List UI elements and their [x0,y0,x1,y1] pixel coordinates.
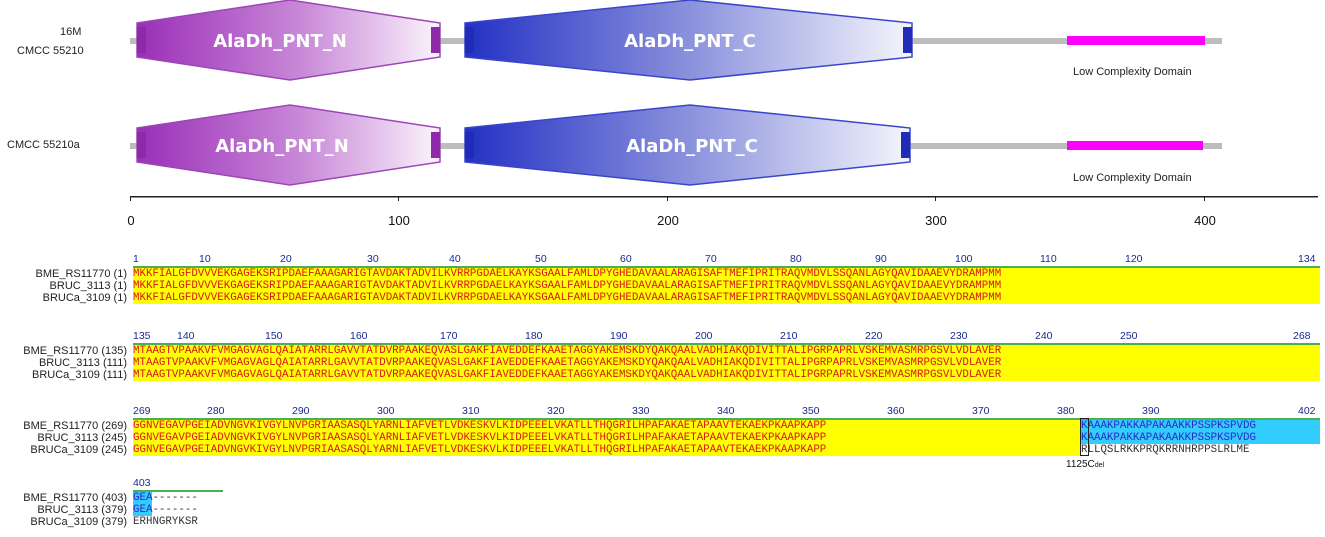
position-ruler: 1 10 20 30 40 50 60 70 80 90 100 110 120… [133,253,1316,265]
sequence-block: MKKFIALGFDVVVEKGAGEKSRIPDAEFAAAGARIGTAVD… [133,268,1320,304]
sequence-name: BRUC_3113 (379) [37,504,127,516]
sequence-row: RLLQSLRKKPRQKRRNHRPPSLRLME [1081,444,1250,456]
scale-tick-label: 200 [657,213,679,228]
position-ruler: 403 [133,477,151,489]
consensus-bar [133,266,1320,268]
mutation-box [1080,418,1089,456]
domain-n-label: AlaDh_PNT_N [215,136,349,157]
domain-diagram: AlaDh_PNT_N AlaDh_PNT_C AlaDh_PNT_N AlaD… [127,0,1318,228]
scale-tick-label: 400 [1194,213,1216,228]
sequence-row: MKKFIALGFDVVVEKGAGEKSRIPDAEFAAAGARIGTAVD… [133,280,1002,292]
sequence-name: BRUCa_3109 (1) [42,292,127,304]
scale-axis: 0 100 200 300 400 [127,196,1318,228]
sequence-name: BRUC_3113 (1) [49,280,127,292]
protein-row-1: AlaDh_PNT_N AlaDh_PNT_C [130,0,1222,81]
scale-tick-label: 300 [925,213,947,228]
sequence-row: MTAAGTVPAAKVFVMGAGVAGLQAIATARRLGAVVTATDV… [133,345,1002,357]
mutation-label: 1125Cdel [1066,459,1105,470]
sequence-row: MTAAGTVPAAKVFVMGAGVAGLQAIATARRLGAVVTATDV… [133,369,1002,381]
sequence-name: BME_RS11770 (1) [35,268,127,280]
sequence-block: MTAAGTVPAAKVFVMGAGVAGLQAIATARRLGAVVTATDV… [133,345,1320,381]
domain-n-label: AlaDh_PNT_N [213,31,347,52]
low-complexity-label: Low Complexity Domain [1073,172,1192,184]
sequence-block: GGNVEGAVPGEIADVNGVKIVGYLNVPGRIAASASQLYAR… [133,420,1081,456]
sequence-name: BME_RS11770 (269) [23,420,127,432]
position-ruler: 269 280 290 300 310 320 330 340 350 360 … [133,405,1316,417]
sequence-row: GEA [133,504,153,516]
sequence-name: BRUC_3113 (245) [37,432,127,444]
sequence-row: GGNVEGAVPGEIADVNGVKIVGYLNVPGRIAASASQLYAR… [133,444,827,456]
sequence-name: BME_RS11770 (135) [23,345,127,357]
scale-tick-label: 0 [127,213,134,228]
sequence-name: BME_RS11770 (403) [23,492,127,504]
sequence-row: MTAAGTVPAAKVFVMGAGVAGLQAIATARRLGAVVTATDV… [133,357,1002,369]
domain-c-label: AlaDh_PNT_C [624,31,756,52]
consensus-bar [133,490,223,492]
domain-c-label: AlaDh_PNT_C [626,136,758,157]
domain-n-shape [136,104,441,186]
sequence-row: GEA [133,492,153,504]
sequence-row: MKKFIALGFDVVVEKGAGEKSRIPDAEFAAAGARIGTAVD… [133,268,1002,280]
row1-label-line1: 16M [60,26,82,38]
low-complexity-label: Low Complexity Domain [1073,66,1192,78]
low-complexity-bar [1067,36,1205,45]
sequence-tail-block: KAAAKPAKKAPAKAAKKPSSPKSPVDG KAAAKPAKKAPA… [1081,420,1320,456]
domain-c-shape [464,0,913,81]
row1-label-line2: CMCC 55210 [17,45,84,57]
sequence-name: BRUC_3113 (111) [38,357,127,369]
scale-tick-label: 100 [388,213,410,228]
low-complexity-bar [1067,141,1203,150]
sequence-row: MKKFIALGFDVVVEKGAGEKSRIPDAEFAAAGARIGTAVD… [133,292,1002,304]
row2-label: CMCC 55210a [7,139,80,151]
sequence-name: BRUCa_3109 (245) [30,444,127,456]
sequence-row: KAAAKPAKKAPAKAAKKPSSPKSPVDG [1081,432,1320,444]
consensus-bar [133,418,1320,420]
sequence-name: BRUCa_3109 (111) [32,369,127,381]
protein-row-2: AlaDh_PNT_N AlaDh_PNT_C [130,104,1222,186]
sequence-row: GGNVEGAVPGEIADVNGVKIVGYLNVPGRIAASASQLYAR… [133,432,827,444]
domain-n-shape [136,0,441,81]
sequence-row: GGNVEGAVPGEIADVNGVKIVGYLNVPGRIAASASQLYAR… [133,420,827,432]
sequence-name: BRUCa_3109 (379) [30,516,127,528]
domain-c-shape [464,104,911,186]
position-ruler: 135 140 150 160 170 180 190 200 210 220 … [133,330,1311,342]
consensus-bar [133,343,1320,345]
sequence-row: KAAAKPAKKAPAKAAKKPSSPKSPVDG [1081,420,1320,432]
sequence-block: GEA------- GEA------- ERHNGRYKSR [133,492,198,528]
